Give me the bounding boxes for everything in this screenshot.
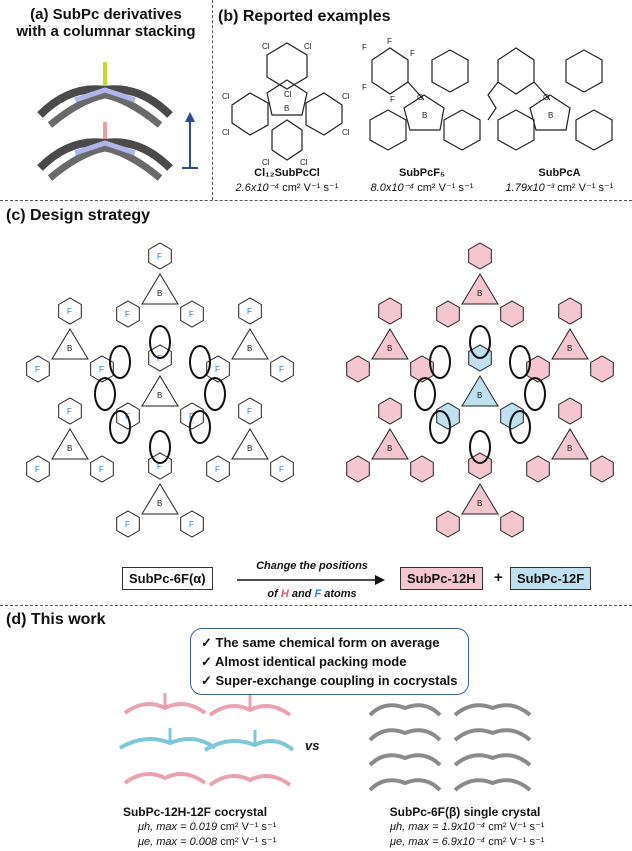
svg-text:F: F <box>35 365 40 374</box>
svg-text:F: F <box>35 465 40 474</box>
svg-text:Cl: Cl <box>284 90 292 99</box>
svg-text:Cl: Cl <box>342 92 350 101</box>
svg-text:F: F <box>99 465 104 474</box>
compound-name-1: Cl₁₂SubPcCl <box>254 167 320 179</box>
svg-text:O: O <box>417 93 423 102</box>
divider-c-d <box>0 605 632 606</box>
transformation-arrow <box>237 575 385 585</box>
svg-text:Cl: Cl <box>262 158 270 167</box>
key-features-box: ✓ The same chemical form on average ✓ Al… <box>190 628 469 695</box>
svg-text:B: B <box>477 391 482 400</box>
svg-text:F: F <box>99 365 104 374</box>
structure-subpcf5: F F F F F OB <box>362 37 481 151</box>
svg-text:Cl: Cl <box>304 42 312 51</box>
svg-text:F: F <box>157 252 162 261</box>
arrow-caption-1: Change the positions <box>256 560 368 572</box>
svg-text:F: F <box>390 95 395 104</box>
svg-text:F: F <box>215 465 220 474</box>
panel-d-title: (d) This work <box>6 611 106 628</box>
compound-name-3: SubPcA <box>538 167 581 179</box>
svg-text:B: B <box>247 444 252 453</box>
svg-text:F: F <box>67 307 72 316</box>
svg-text:B: B <box>157 499 162 508</box>
lower-subpc-model <box>37 138 173 181</box>
divider-ab-c <box>0 200 632 201</box>
svg-text:B: B <box>567 444 572 453</box>
svg-text:Cl: Cl <box>342 128 350 137</box>
svg-text:F: F <box>125 520 130 529</box>
svg-text:B: B <box>284 104 289 113</box>
svg-text:F: F <box>362 83 367 92</box>
svg-text:Cl: Cl <box>222 92 230 101</box>
compound-name-2: SubPcF₅ <box>399 167 445 179</box>
svg-text:O: O <box>543 93 549 102</box>
svg-text:F: F <box>279 465 284 474</box>
svg-text:B: B <box>387 444 392 453</box>
compound-mobility-1: 2.6x10⁻⁴ cm² V⁻¹ s⁻¹ <box>235 182 339 194</box>
vs-label: vs <box>305 738 320 753</box>
single-crystal-name: SubPc-6F(β) single crystal <box>389 805 541 819</box>
single-crystal-electron-mobility: μe, max = 6.9x10⁻⁴ cm² V⁻¹ s⁻¹ <box>390 836 545 848</box>
structure-subpc-12h-12f: B B B B B B B <box>346 242 614 538</box>
svg-text:Cl: Cl <box>222 128 230 137</box>
cocrystal-packing-model <box>118 693 295 787</box>
svg-text:F: F <box>189 310 194 319</box>
structure-subpca: OB <box>487 47 613 151</box>
label-subpc-12f: SubPc-12F <box>510 567 592 590</box>
svg-text:B: B <box>247 344 252 353</box>
svg-text:F: F <box>157 462 162 471</box>
divider-a-b <box>212 0 213 200</box>
feature-2: ✓ Almost identical packing mode <box>201 654 407 669</box>
stacking-axis-arrow <box>182 112 198 169</box>
cocrystal-name: SubPc-12H-12F cocrystal <box>122 805 268 819</box>
svg-text:F: F <box>279 365 284 374</box>
svg-text:F: F <box>247 307 252 316</box>
feature-1: ✓ The same chemical form on average <box>201 635 440 650</box>
arrow-caption-2: of H and F atoms <box>267 588 357 600</box>
svg-text:B: B <box>157 289 162 298</box>
svg-text:F: F <box>189 520 194 529</box>
single-crystal-packing-model <box>368 703 532 792</box>
panel-c-title: (c) Design strategy <box>6 207 151 224</box>
svg-text:B: B <box>548 111 553 120</box>
plus-sign: + <box>494 569 503 586</box>
svg-text:Cl: Cl <box>262 42 270 51</box>
svg-text:F: F <box>247 407 252 416</box>
cocrystal-electron-mobility: μe, max = 0.008 cm² V⁻¹ s⁻¹ <box>138 836 277 848</box>
svg-text:B: B <box>387 344 392 353</box>
svg-text:B: B <box>477 499 482 508</box>
svg-text:B: B <box>567 344 572 353</box>
svg-text:F: F <box>125 310 130 319</box>
compound-mobility-3: 1.79x10⁻³ cm² V⁻¹ s⁻¹ <box>505 182 614 194</box>
panel-a-title: (a) SubPc derivatives with a columnar st… <box>16 6 196 40</box>
svg-text:B: B <box>67 444 72 453</box>
single-crystal-hole-mobility: μh, max = 1.9x10⁻⁴ cm² V⁻¹ s⁻¹ <box>390 821 545 833</box>
svg-text:B: B <box>67 344 72 353</box>
feature-3: ✓ Super-exchange coupling in cocrystals <box>201 673 458 688</box>
svg-text:F: F <box>67 407 72 416</box>
label-subpc-12h: SubPc-12H <box>400 567 483 590</box>
svg-text:F: F <box>387 37 392 46</box>
svg-text:F: F <box>410 49 415 58</box>
svg-text:B: B <box>477 289 482 298</box>
svg-text:F: F <box>362 43 367 52</box>
svg-text:Cl: Cl <box>300 158 308 167</box>
stacking-model <box>37 62 198 181</box>
svg-text:F: F <box>215 365 220 374</box>
label-subpc-6f-alpha: SubPc-6F(α) <box>122 567 213 590</box>
compound-mobility-2: 8.0x10⁻⁴ cm² V⁻¹ s⁻¹ <box>370 182 474 194</box>
upper-subpc-model <box>37 85 173 128</box>
svg-text:B: B <box>157 391 162 400</box>
cocrystal-hole-mobility: μh, max = 0.019 cm² V⁻¹ s⁻¹ <box>138 821 277 833</box>
panel-b-title: (b) Reported examples <box>218 8 391 25</box>
svg-text:B: B <box>422 111 427 120</box>
